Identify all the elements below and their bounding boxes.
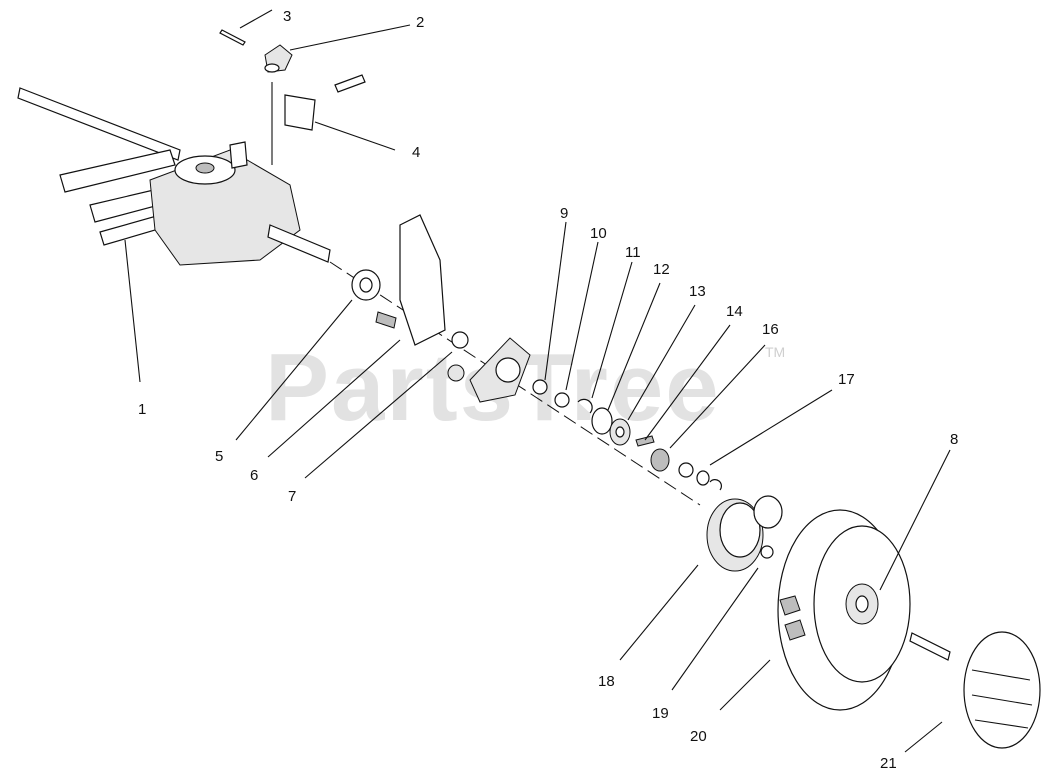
- washer-hole: [359, 277, 373, 293]
- hubcap: [963, 631, 1041, 749]
- part-11-snap-ring: [577, 398, 593, 414]
- callout-12: 12: [653, 261, 670, 278]
- part-18-drive-gear: [706, 495, 783, 572]
- drive-shaft: [17, 87, 181, 161]
- leader-14: [644, 324, 731, 441]
- part-10-washer: [554, 392, 570, 408]
- leader-3: [239, 9, 273, 29]
- callout-21: 21: [880, 755, 897, 772]
- callout-14: 14: [726, 303, 743, 320]
- callout-18: 18: [598, 673, 615, 690]
- part-13-bearing-bore: [615, 426, 625, 438]
- callout-13: 13: [689, 283, 706, 300]
- shift-lever-tab: [229, 141, 248, 169]
- callout-6: 6: [250, 467, 258, 484]
- leader-20: [719, 659, 771, 711]
- pulley-nut: [195, 162, 215, 174]
- callout-9: 9: [560, 205, 568, 222]
- part-20-wheel: [777, 509, 911, 711]
- leader-13: [627, 304, 696, 421]
- watermark-trademark: TM: [765, 344, 785, 360]
- bracket-bearing: [495, 357, 521, 383]
- part-16-pinion-gear: [650, 448, 670, 472]
- callout-3: 3: [283, 8, 291, 25]
- part-17-clip: [709, 479, 722, 491]
- tread-block-2: [784, 619, 806, 641]
- retaining-clip: [451, 331, 469, 349]
- callout-19: 19: [652, 705, 669, 722]
- part-7-bearing-bracket: [447, 331, 531, 403]
- callout-7: 7: [288, 488, 296, 505]
- leader-10: [565, 241, 599, 391]
- part-12-ring: [591, 407, 613, 435]
- tread-block-1: [779, 595, 801, 616]
- leader-2: [271, 24, 411, 165]
- callout-16: 16: [762, 321, 779, 338]
- callout-numbers: 3 2 4 1 5 6 7 9 10 11 12 13 14 16 17 8 1…: [138, 8, 958, 772]
- axle-hardware-stack: [532, 379, 722, 491]
- handle-tube-upper: [59, 149, 176, 193]
- hubcap-ribs: [971, 669, 1033, 729]
- part-6-adjuster-plate: [375, 214, 446, 346]
- callout-1: 1: [138, 401, 146, 418]
- leader-18: [619, 564, 699, 661]
- part-21-hubcap: [909, 631, 1041, 749]
- leader-19: [671, 567, 759, 691]
- part-17-spacer: [696, 470, 710, 486]
- shoulder-bolt: [909, 632, 951, 661]
- part-5-washer: [351, 269, 381, 301]
- leader-17: [709, 389, 833, 466]
- part-19-washer: [760, 545, 774, 559]
- part-9-washer: [532, 379, 548, 395]
- leader-9: [544, 221, 567, 381]
- callout-10: 10: [590, 225, 607, 242]
- adjuster-plate: [399, 214, 446, 346]
- leader-11: [591, 261, 633, 399]
- bracket-plate: [284, 94, 316, 131]
- lock-nut: [447, 364, 465, 382]
- leader-7: [304, 351, 453, 479]
- leader-5: [235, 299, 353, 441]
- wheel-bore: [855, 595, 869, 613]
- callout-8: 8: [950, 431, 958, 448]
- leader-lines: [124, 9, 951, 753]
- callout-11: 11: [625, 244, 641, 261]
- drive-gear-hub: [753, 495, 783, 529]
- part-4-bracket: [284, 74, 366, 131]
- leader-8: [879, 449, 951, 591]
- leader-21: [904, 721, 943, 753]
- leader-12: [607, 282, 661, 411]
- leader-16: [669, 344, 766, 449]
- callout-4: 4: [412, 144, 420, 161]
- shift-knob-base: [264, 63, 280, 73]
- part-3-cotter-pin: [219, 29, 246, 46]
- callout-5: 5: [215, 448, 223, 465]
- part-2-shift-knob: [264, 44, 293, 73]
- adjuster-bolt: [375, 311, 397, 329]
- leader-1: [124, 239, 141, 383]
- transmission-housing: [149, 141, 331, 266]
- leader-4: [314, 121, 396, 151]
- part-17-washer: [678, 462, 694, 478]
- bracket-bolt: [334, 74, 366, 93]
- handle-tube-lower: [99, 214, 163, 246]
- drive-gear-face: [719, 502, 761, 558]
- watermark: PartsTree TM: [265, 334, 785, 441]
- callout-20: 20: [690, 728, 707, 745]
- callout-17: 17: [838, 371, 855, 388]
- callout-2: 2: [416, 14, 424, 31]
- output-shaft: [267, 224, 331, 263]
- leader-6: [267, 339, 401, 458]
